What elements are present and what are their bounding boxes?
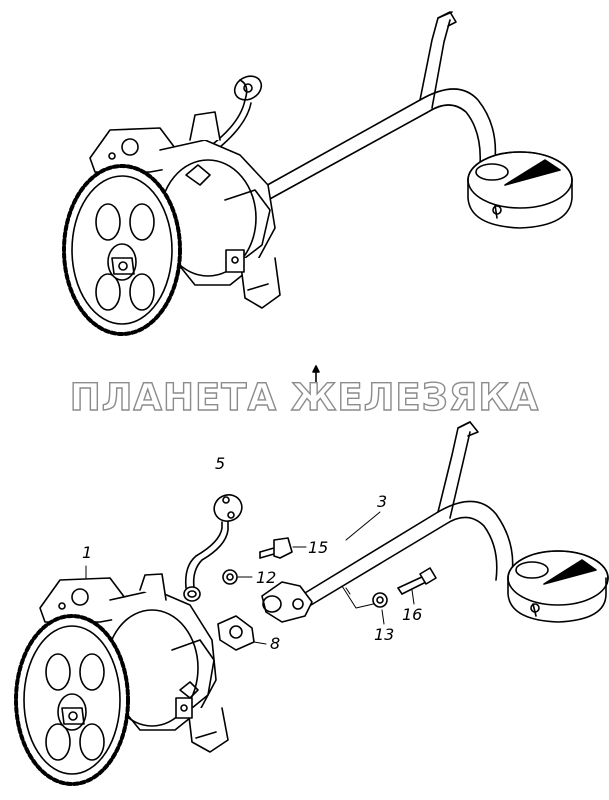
gasket-8 [217,615,267,651]
oil-pipe-5 [183,494,243,602]
drive-gear [14,614,130,786]
callout-part-15: 15 [308,538,329,557]
oil-pump-1 [39,565,229,753]
callout-part-16: 16 [402,605,423,624]
assembled-pickup-tube [261,11,573,229]
washer-13 [372,592,388,608]
callout-part-13: 13 [374,625,395,644]
assembled-pump-body [89,111,281,309]
assembled-drive-gear [62,164,182,336]
pickup-tube [261,421,609,623]
callout-part-1: 1 [82,543,93,562]
watermark-text: ПЛАНЕТА ЖЕЛЕЗЯКА [69,375,540,419]
bolt-16 [397,567,437,605]
bolt-15 [259,537,307,559]
callout-part-5: 5 [215,454,226,473]
callout-part-12: 12 [256,568,277,587]
exploded-view [14,421,609,786]
callout-part-8: 8 [270,634,281,653]
callout-part-3: 3 [377,492,388,511]
washer-12 [222,569,238,585]
assembled-oil-pump [62,11,573,336]
